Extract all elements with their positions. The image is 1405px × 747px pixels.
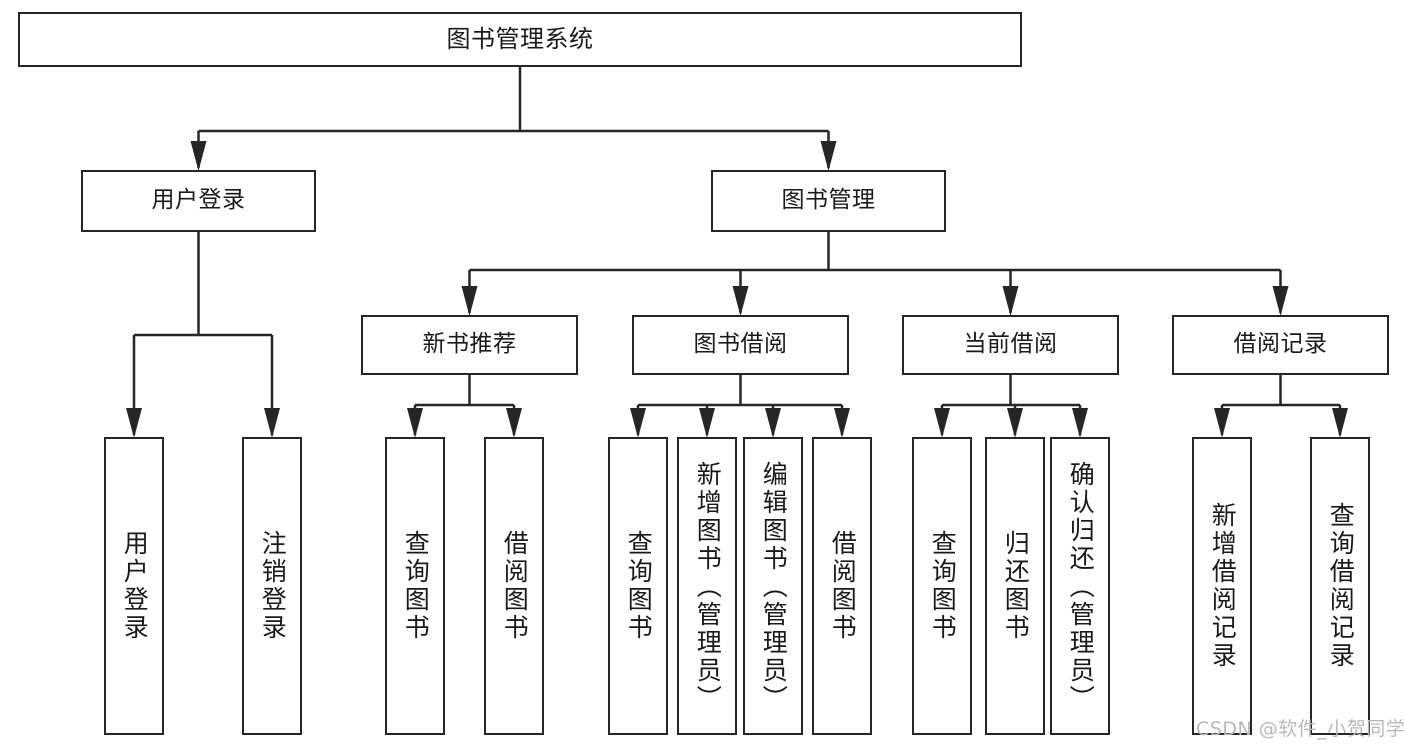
arrow-head-icon xyxy=(264,408,280,438)
node-label: 图书管理 xyxy=(781,187,876,214)
node-label: 注销登录 xyxy=(258,530,288,642)
arrow-head-icon xyxy=(732,286,749,316)
node-leaf_query_record[interactable]: 查询借阅记录 xyxy=(1310,437,1370,735)
arrow-head-icon xyxy=(407,408,423,438)
node-leaf_user_login[interactable]: 用户登录 xyxy=(104,437,164,735)
node-user_login[interactable]: 用户登录 xyxy=(81,170,316,232)
node-label: 图书借阅 xyxy=(693,331,788,358)
node-leaf_borrow_book_a[interactable]: 借阅图书 xyxy=(484,437,544,735)
node-book_mgmt[interactable]: 图书管理 xyxy=(711,170,946,232)
arrow-head-icon xyxy=(1072,408,1088,438)
node-label: 查询图书 xyxy=(401,530,431,642)
node-leaf_borrow_book_b[interactable]: 借阅图书 xyxy=(812,437,872,735)
node-label: 用户登录 xyxy=(151,187,246,214)
node-label: 图书管理系统 xyxy=(446,25,594,54)
arrow-head-icon xyxy=(506,408,522,438)
node-leaf_add_book[interactable]: 新增图书（管理员） xyxy=(677,437,737,735)
arrow-head-icon xyxy=(834,408,850,438)
node-label: 当前借阅 xyxy=(963,331,1058,358)
arrow-head-icon xyxy=(630,408,646,438)
node-current_borrow[interactable]: 当前借阅 xyxy=(902,315,1119,375)
arrow-head-icon xyxy=(1214,408,1230,438)
arrow-head-icon xyxy=(1002,286,1019,316)
node-leaf_confirm_return[interactable]: 确认归还（管理员） xyxy=(1050,437,1110,735)
node-label: 查询图书 xyxy=(928,530,958,642)
node-book_borrow[interactable]: 图书借阅 xyxy=(632,315,849,375)
arrow-head-icon xyxy=(1007,408,1023,438)
arrow-head-icon xyxy=(765,408,781,438)
node-leaf_query_book_a[interactable]: 查询图书 xyxy=(385,437,445,735)
arrow-head-icon xyxy=(934,408,950,438)
node-leaf_edit_book[interactable]: 编辑图书（管理员） xyxy=(743,437,803,735)
arrow-head-icon xyxy=(1272,286,1289,316)
arrow-head-icon xyxy=(461,286,478,316)
node-label: 查询图书 xyxy=(624,530,654,642)
node-leaf_add_record[interactable]: 新增借阅记录 xyxy=(1192,437,1252,735)
node-leaf_user_logout[interactable]: 注销登录 xyxy=(242,437,302,735)
arrow-head-icon xyxy=(699,408,715,438)
node-label: 查询借阅记录 xyxy=(1326,502,1356,670)
node-new_book_rec[interactable]: 新书推荐 xyxy=(361,315,578,375)
arrow-head-icon xyxy=(820,141,837,171)
node-label: 编辑图书（管理员） xyxy=(759,461,789,713)
node-leaf_query_book_b[interactable]: 查询图书 xyxy=(608,437,668,735)
node-leaf_query_book_c[interactable]: 查询图书 xyxy=(912,437,972,735)
arrow-head-icon xyxy=(190,141,207,171)
node-label: 归还图书 xyxy=(1001,530,1031,642)
csdn-watermark: CSDN @软件_小贺同学 xyxy=(1196,718,1405,740)
node-label: 借阅图书 xyxy=(828,530,858,642)
node-label: 借阅记录 xyxy=(1233,331,1328,358)
arrow-head-icon xyxy=(1332,408,1348,438)
node-label: 借阅图书 xyxy=(500,530,530,642)
node-root[interactable]: 图书管理系统 xyxy=(18,12,1022,67)
node-leaf_return_book[interactable]: 归还图书 xyxy=(985,437,1045,735)
node-label: 确认归还（管理员） xyxy=(1066,461,1096,713)
node-label: 新书推荐 xyxy=(422,331,517,358)
node-borrow_record[interactable]: 借阅记录 xyxy=(1172,315,1389,375)
node-label: 用户登录 xyxy=(120,530,150,642)
arrow-head-icon xyxy=(126,408,142,438)
node-label: 新增借阅记录 xyxy=(1208,502,1238,670)
node-label: 新增图书（管理员） xyxy=(693,461,723,713)
